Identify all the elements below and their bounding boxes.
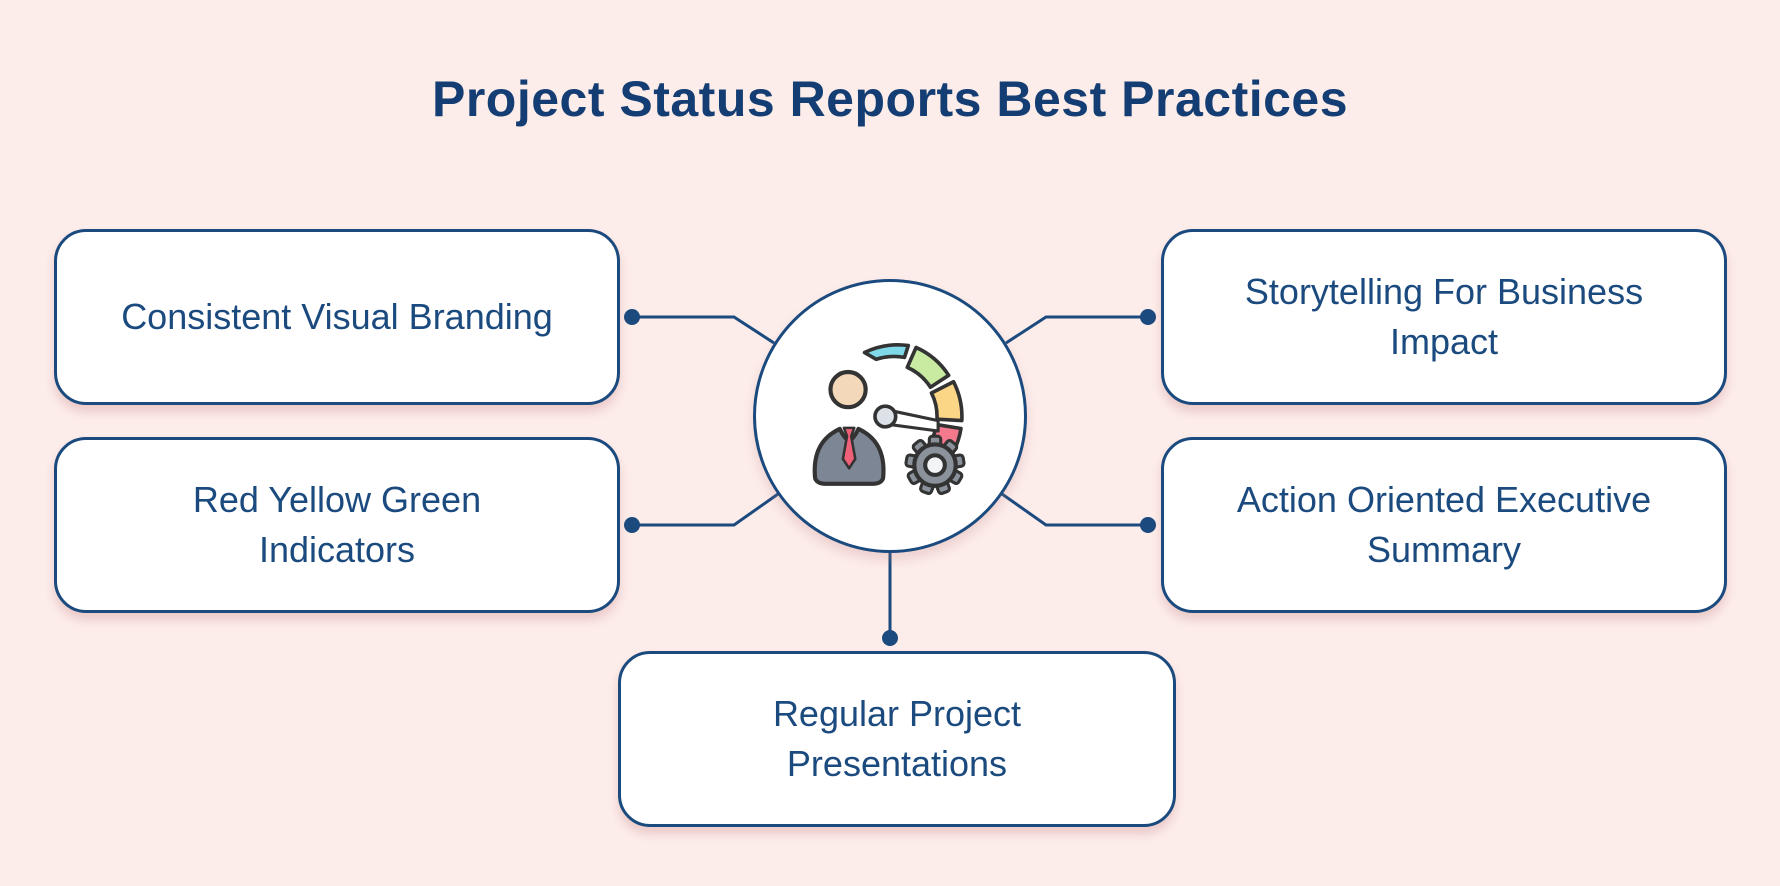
connector-middle-left xyxy=(632,492,779,527)
connector-dot-bottom-center xyxy=(882,630,898,646)
person-tie xyxy=(841,426,857,470)
center-circle xyxy=(753,279,1027,553)
node-storytelling-for-business-impact: Storytelling For Business Impact xyxy=(1161,229,1727,405)
node-label: Consistent Visual Branding xyxy=(121,296,553,338)
node-label: Storytelling For Business Impact xyxy=(1244,271,1644,362)
node-label: Regular Project Presentations xyxy=(772,693,1022,784)
person-head xyxy=(827,369,868,409)
gauge-segment-cyan xyxy=(862,342,910,361)
node-action-oriented-executive-summary: Action Oriented Executive Summary xyxy=(1161,437,1727,613)
connector-top-left xyxy=(632,315,775,345)
node-consistent-visual-branding: Consistent Visual Branding xyxy=(54,229,620,405)
gauge-segment-yellow xyxy=(929,379,964,422)
connector-dot-middle-right xyxy=(1140,517,1156,533)
node-label: Red Yellow Green Indicators xyxy=(192,479,482,570)
project-manager-status-gauge-icon xyxy=(812,342,966,495)
connector-top-right xyxy=(1005,315,1148,345)
node-label: Action Oriented Executive Summary xyxy=(1236,479,1652,570)
connector-dot-top-left xyxy=(624,309,640,325)
gear-icon xyxy=(903,434,966,495)
gauge-segment-green xyxy=(904,345,950,389)
gear-hole xyxy=(922,452,947,477)
connector-dot-middle-left xyxy=(624,517,640,533)
connector-middle-right xyxy=(1001,492,1148,527)
node-regular-project-presentations: Regular Project Presentations xyxy=(618,651,1176,827)
person-icon xyxy=(812,369,885,486)
connector-dot-top-right xyxy=(1140,309,1156,325)
page-title: Project Status Reports Best Practices xyxy=(431,71,1349,127)
node-red-yellow-green-indicators: Red Yellow Green Indicators xyxy=(54,437,620,613)
gauge-pivot xyxy=(872,403,897,429)
